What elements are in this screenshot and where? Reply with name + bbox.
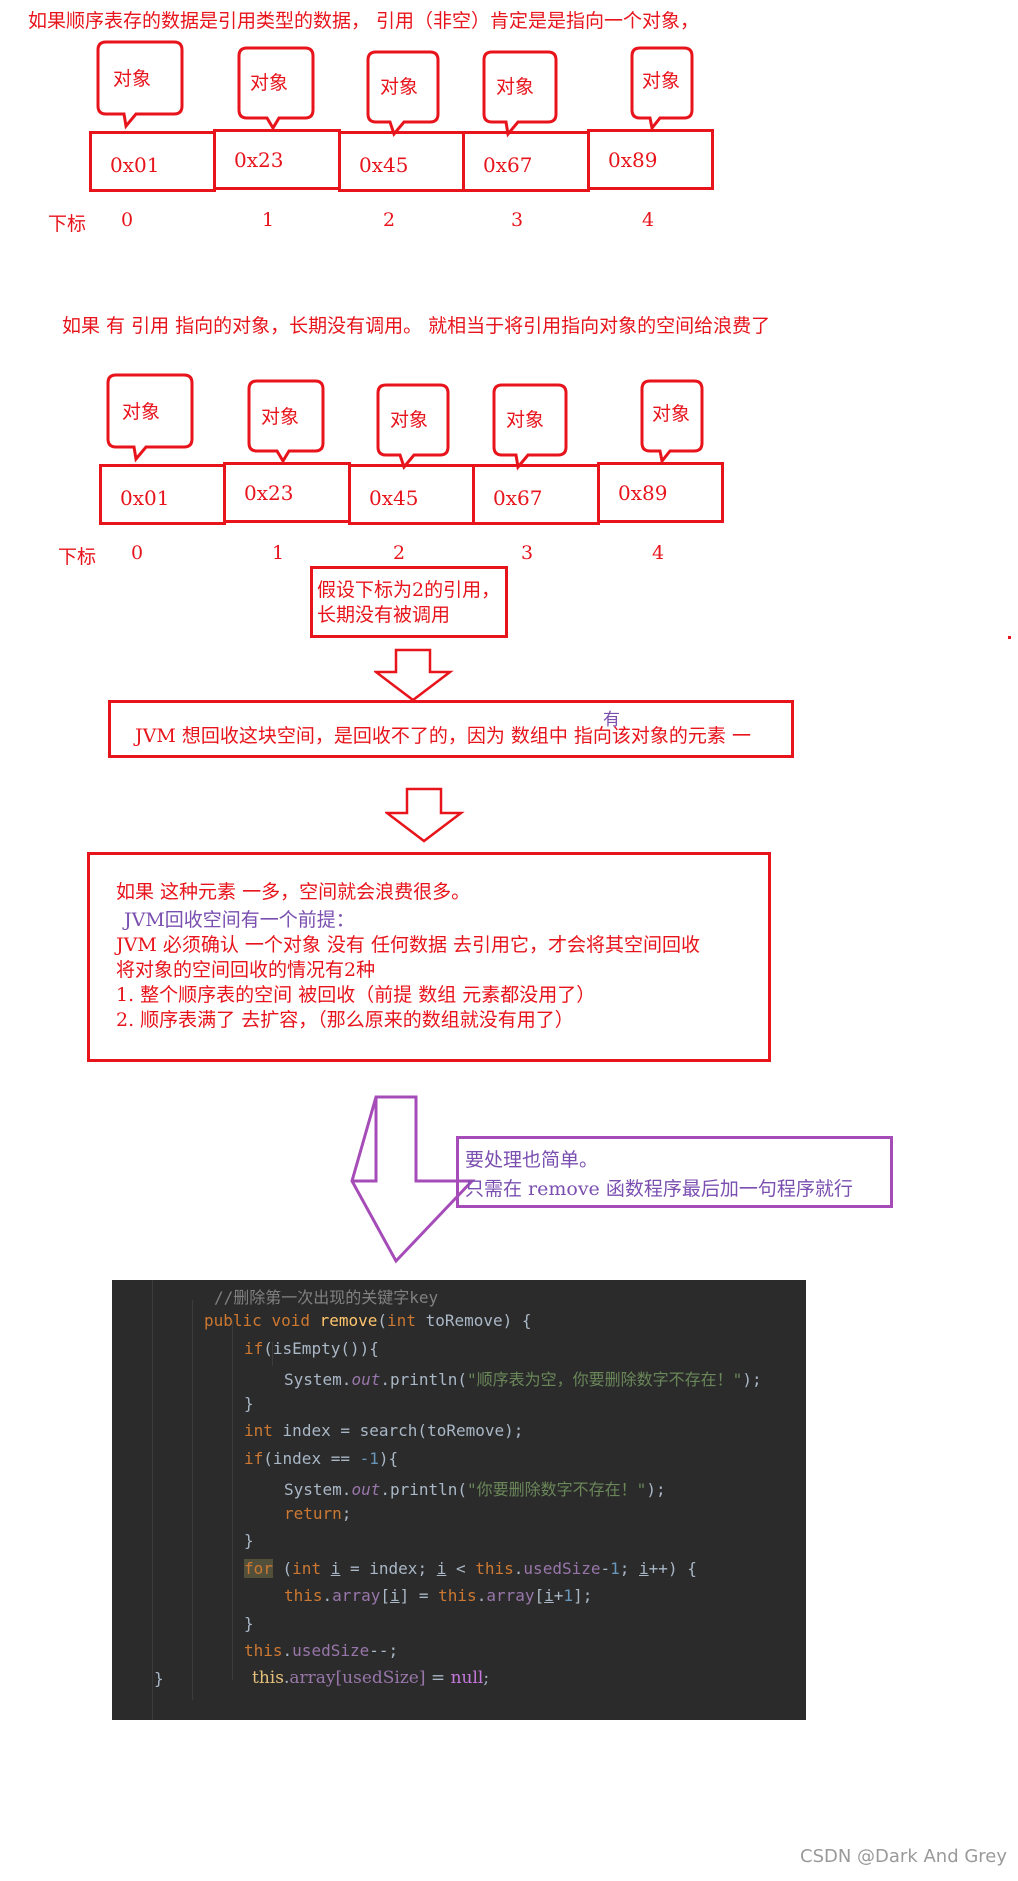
code-line-for: for (int i = index; i < this.usedSize-1;… xyxy=(244,1559,697,1578)
code-line-close-method: } xyxy=(154,1669,164,1688)
object-label: 对象 xyxy=(122,401,161,423)
assume-box: 假设下标为2的引用， 长期没有被调用 xyxy=(310,566,508,638)
index-1: 1 xyxy=(262,209,275,231)
array-cell-2: 0x45 xyxy=(338,131,465,192)
code-line-print-empty: System.out.println("顺序表为空，你要删除数字不存在！"); xyxy=(284,1370,762,1389)
explain-box: 如果 这种元素 一多，空间就会浪费很多。 JVM回收空间有一个前提： JVM 必… xyxy=(87,852,771,1062)
index-label: 下标 xyxy=(48,213,87,235)
code-line-if-empty: if(isEmpty()){ xyxy=(244,1339,379,1358)
object-bubble-4 xyxy=(630,46,694,132)
object-bubble-1 xyxy=(237,46,315,131)
code-line-if-notfound: if(index == -1){ xyxy=(244,1449,399,1468)
object-bubble-3 xyxy=(482,50,558,138)
array-cell-0: 0x01 xyxy=(99,464,226,525)
code-line-close-if: } xyxy=(244,1394,254,1413)
code-line-shift: this.array[i] = this.array[i+1]; xyxy=(284,1586,593,1605)
index-0: 0 xyxy=(131,542,144,564)
code-line-close-for: } xyxy=(244,1614,254,1633)
down-arrow-icon xyxy=(350,1095,476,1264)
index-4: 4 xyxy=(652,542,665,564)
object-bubble-3 xyxy=(492,383,568,471)
object-label: 对象 xyxy=(250,72,289,94)
index-3: 3 xyxy=(521,542,534,564)
array-cell-3: 0x67 xyxy=(462,131,590,192)
object-label: 对象 xyxy=(390,409,429,431)
object-bubble-0 xyxy=(96,40,184,130)
array-cell-4: 0x89 xyxy=(587,129,714,190)
object-bubble-1 xyxy=(247,379,325,464)
code-line-print-notfound: System.out.println("你要删除数字不存在！"); xyxy=(284,1480,666,1499)
array-cell-2: 0x45 xyxy=(348,464,475,525)
code-block: //删除第一次出现的关键字key public void remove(int … xyxy=(112,1280,806,1720)
index-0: 0 xyxy=(121,209,134,231)
object-bubble-2 xyxy=(376,383,450,471)
code-line-index: int index = search(toRemove); xyxy=(244,1421,524,1440)
stray-dot xyxy=(1008,636,1011,639)
down-arrow-icon xyxy=(374,648,454,702)
waste-note: 如果 有 引用 指向的对象，长期没有调用。 就相当于将引用指向对象的空间给浪费了 xyxy=(62,315,771,337)
array-cell-4: 0x89 xyxy=(597,462,724,523)
array-cell-0: 0x01 xyxy=(89,131,216,192)
object-label: 对象 xyxy=(652,403,691,425)
index-1: 1 xyxy=(272,542,285,564)
code-comment: //删除第一次出现的关键字key xyxy=(214,1288,439,1307)
object-bubble-4 xyxy=(640,379,704,465)
intro-text: 如果顺序表存的数据是引用类型的数据， 引用（非空）肯定是是指向一个对象， xyxy=(28,10,700,32)
object-label: 对象 xyxy=(642,70,681,92)
object-label: 对象 xyxy=(261,406,300,428)
code-line-signature: public void remove(int toRemove) { xyxy=(204,1311,532,1330)
index-label: 下标 xyxy=(58,546,97,568)
index-2: 2 xyxy=(393,542,406,564)
object-label: 对象 xyxy=(506,409,545,431)
index-4: 4 xyxy=(642,209,655,231)
watermark: CSDN @Dark And Grey xyxy=(800,1846,1008,1867)
object-label: 对象 xyxy=(380,76,419,98)
jvm-box: JVM 想回收这块空间，是回收不了的，因为 数组中 指向该对象的元素 一 有 xyxy=(108,700,794,758)
array-cell-1: 0x23 xyxy=(223,462,351,523)
solution-box: 要处理也简单。 只需在 remove 函数程序最后加一句程序就行 xyxy=(456,1136,893,1208)
array-cell-3: 0x67 xyxy=(472,464,600,525)
object-bubble-0 xyxy=(106,373,194,463)
code-line-decrement: this.usedSize--; xyxy=(244,1641,399,1660)
index-2: 2 xyxy=(383,209,396,231)
object-label: 对象 xyxy=(496,76,535,98)
code-line-null-assign: this.array[usedSize] = null; xyxy=(252,1668,490,1688)
down-arrow-icon xyxy=(385,787,465,843)
index-3: 3 xyxy=(511,209,524,231)
array-cell-1: 0x23 xyxy=(213,129,341,190)
object-bubble-2 xyxy=(366,50,440,138)
code-line-return: return; xyxy=(284,1504,352,1523)
code-line-close-if2: } xyxy=(244,1531,254,1550)
object-label: 对象 xyxy=(113,68,152,90)
